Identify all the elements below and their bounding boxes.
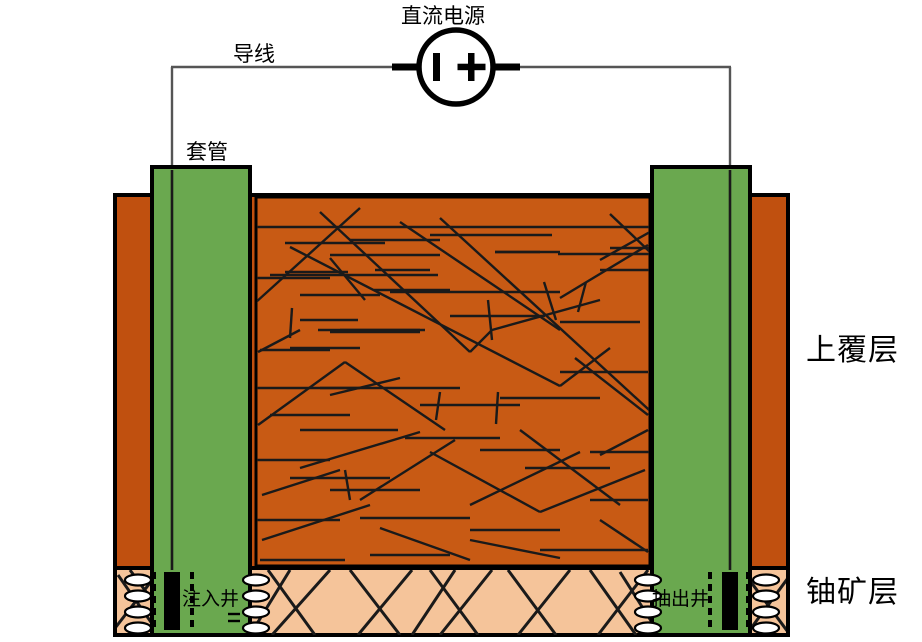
- right-electrode-rod: [722, 572, 738, 630]
- left-perforations-east: [241, 573, 271, 635]
- fracture-lines: [257, 207, 649, 562]
- right-perforations-west: [633, 573, 663, 635]
- left-electrode-rod: [164, 572, 180, 630]
- extraction-well-label: 抽出井: [652, 589, 710, 610]
- negative-terminal-icon: [433, 53, 440, 81]
- left-casing-body: [150, 165, 252, 637]
- right-casing-body: [650, 165, 752, 637]
- source-lead-right: [492, 63, 520, 71]
- wire-label: 导线: [233, 43, 275, 66]
- overburden-label: 上覆层: [806, 334, 899, 367]
- dc-power-source-symbol: [392, 27, 520, 107]
- plus-horizontal-icon: [457, 63, 486, 71]
- left-perforations-west: [123, 573, 153, 635]
- ore-layer-label: 铀矿层: [806, 576, 899, 609]
- source-lead-left: [392, 63, 420, 71]
- injection-well-label: 注入井: [182, 589, 240, 610]
- source-circle: [416, 27, 496, 107]
- right-casing-column: [633, 165, 781, 637]
- fractured-rock-block: [254, 195, 652, 568]
- left-casing-column: [123, 165, 271, 637]
- power-source-label: 直流电源: [401, 5, 485, 28]
- circuit-wiring: [170, 65, 732, 200]
- injection-marker: [228, 612, 240, 623]
- fracture-block-body: [254, 195, 652, 568]
- casing-label: 套管: [186, 141, 228, 164]
- right-perforations-east: [751, 573, 781, 635]
